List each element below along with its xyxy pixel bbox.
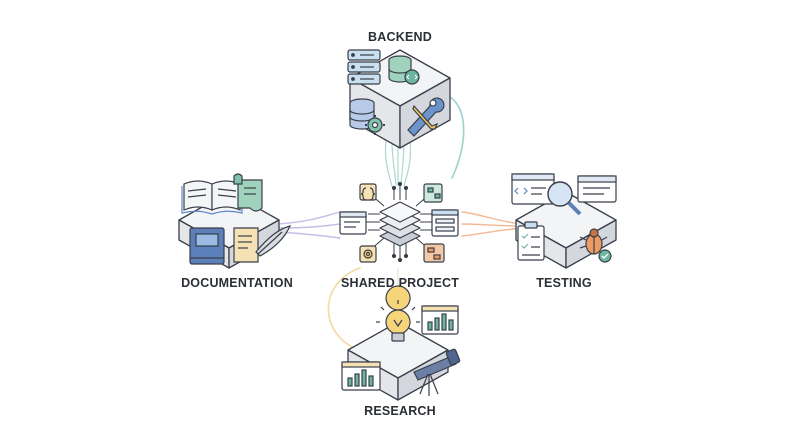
backend-label: BACKEND — [368, 30, 432, 44]
checklist-icon — [517, 221, 545, 261]
layer-stack-icon — [379, 201, 421, 247]
gear-icon — [365, 115, 385, 135]
wrench-icon — [407, 97, 445, 137]
bar-chart-icon — [421, 305, 459, 335]
shared-project-label: SHARED PROJECT — [340, 276, 460, 290]
documentation-label: DOCUMENTATION — [181, 276, 293, 290]
code-window-icon — [511, 173, 555, 205]
server-icon — [347, 49, 381, 85]
check-badge-icon — [598, 249, 612, 263]
telescope-icon — [413, 348, 461, 396]
connector-documentation — [277, 211, 341, 239]
gear-icon — [359, 245, 377, 263]
testing-label: TESTING — [536, 276, 592, 290]
open-book-icon — [181, 180, 243, 215]
shared-hub — [339, 181, 459, 263]
list-panel-icon — [431, 209, 459, 237]
text-window-icon — [577, 175, 617, 203]
bug-icon — [579, 228, 608, 255]
database-icon — [349, 98, 375, 130]
circuit-traces — [364, 181, 436, 263]
connector-testing — [461, 211, 523, 237]
document-icon — [339, 211, 367, 235]
diagram-icon — [423, 183, 443, 203]
scroll-icon — [233, 173, 263, 212]
code-braces-icon — [359, 183, 377, 201]
research-label: RESEARCH — [364, 404, 436, 418]
bar-chart-icon — [341, 361, 381, 391]
code-database-icon — [388, 55, 420, 85]
magnifier-icon — [547, 181, 582, 216]
quill-icon — [233, 225, 292, 263]
closed-book-icon — [189, 227, 225, 265]
flowchart-icon — [423, 243, 445, 263]
lightbulb-icon — [376, 285, 420, 342]
